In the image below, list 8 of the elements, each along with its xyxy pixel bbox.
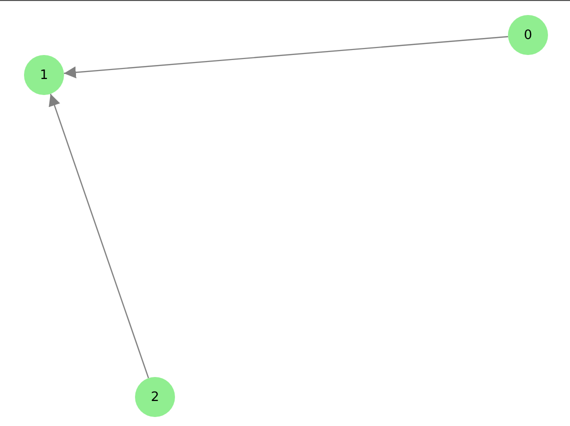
arrow bbox=[48, 94, 150, 378]
node-label: 0 bbox=[524, 28, 532, 42]
node-circle bbox=[24, 55, 64, 95]
node-circle bbox=[508, 15, 548, 55]
node-label: 1 bbox=[40, 68, 48, 82]
node-circle bbox=[135, 377, 175, 417]
node-label: 2 bbox=[150, 390, 160, 404]
arrow bbox=[64, 36, 508, 78]
